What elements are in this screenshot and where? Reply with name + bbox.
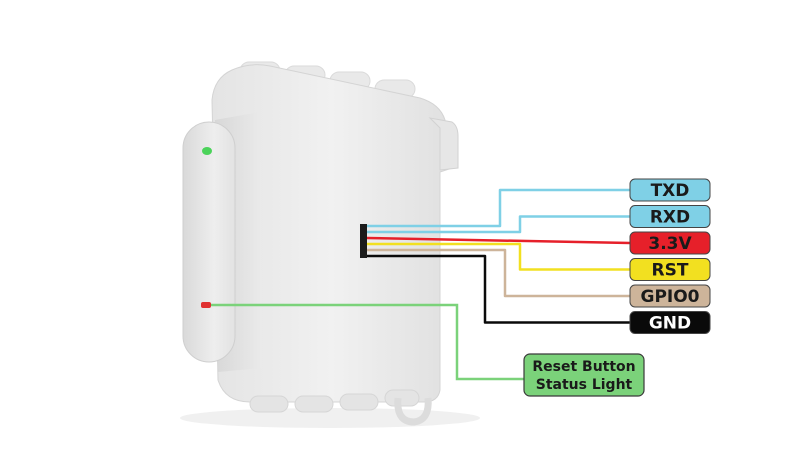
wire-reset-status [211,303,524,381]
pin-label-text: RXD [650,208,690,228]
pin-label-rst: RST [629,258,711,281]
wire-rst [367,242,630,271]
device-right-notch [428,117,459,171]
device-front-panel [182,121,236,363]
bottom-ribs [249,389,420,413]
pin-label-gnd: GND [629,311,711,334]
device-module [180,61,480,428]
pin-label-txd: TXD [629,178,711,202]
reset-button-led-red [201,302,211,308]
pin-label-box [629,231,711,255]
serial-header-connector [360,224,367,258]
mounting-hook [394,397,432,426]
pin-label-box [629,178,711,202]
pin-label-text: RST [652,261,689,281]
pin-label-text: GND [649,314,691,334]
device-main-body [211,64,453,403]
pin-label-33v: 3.3V [629,231,711,255]
wire-rxd [367,215,630,234]
pin-label-box [629,258,711,281]
status-led-green [202,147,212,155]
callout-line-2: Status Light [536,377,633,393]
pin-label-box [629,284,711,308]
pin-wires [366,188,631,324]
wire-gpio0 [367,248,630,298]
callout-line-1: Reset Button [532,359,635,375]
pin-label-text: TXD [651,181,690,201]
wire-gnd [367,254,630,324]
callout-box [523,353,645,397]
pin-label-box [629,311,711,334]
pin-label-rxd: RXD [629,205,711,228]
device-shadow [180,408,480,428]
pin-label-gpio0: GPIO0 [629,284,711,308]
wire-33v [366,236,631,245]
pin-label-text: 3.3V [648,234,692,254]
pin-label-text: GPIO0 [640,287,699,307]
pin-label-box [629,205,711,228]
wire-txd [367,188,630,228]
